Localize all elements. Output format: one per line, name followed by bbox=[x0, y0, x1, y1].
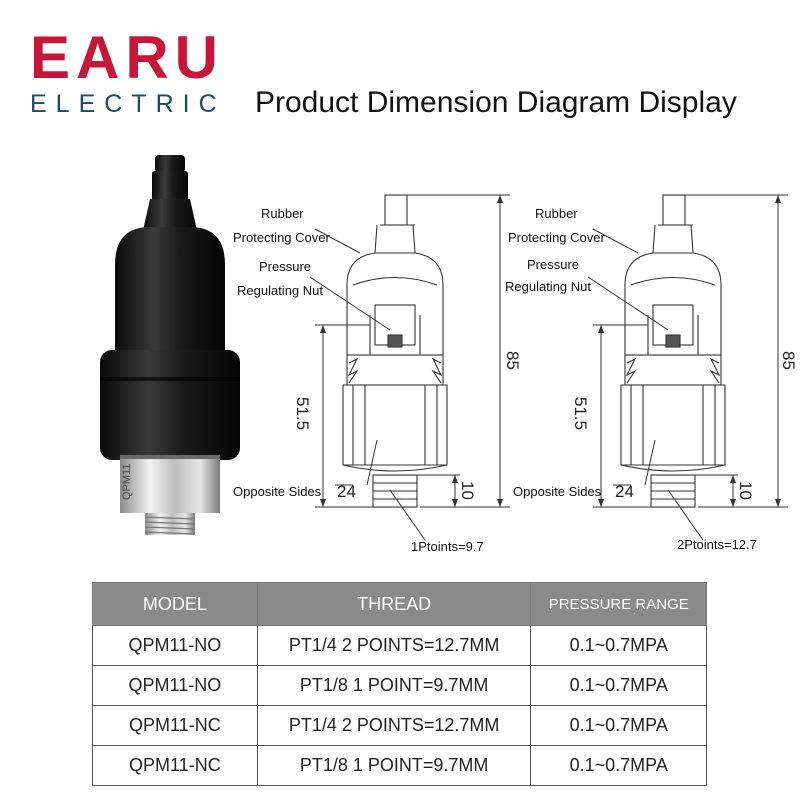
dim-hex-size: 24 bbox=[615, 482, 634, 501]
cell-model: QPM11-NC bbox=[92, 745, 258, 786]
cell-pressure: 0.1~0.7MPA bbox=[530, 745, 707, 786]
header-thread: THREAD bbox=[256, 582, 532, 626]
brand-subtitle: ELECTRIC bbox=[30, 90, 226, 118]
table-row: QPM11-NO PT1/8 1 POINT=9.7MM 0.1~0.7MPA bbox=[92, 665, 707, 706]
label-regulating-nut: Regulating Nut bbox=[237, 283, 323, 298]
dimension-diagrams: Rubber Protecting Cover Pressure Regulat… bbox=[225, 185, 800, 565]
cell-thread: PT1/4 2 POINTS=12.7MM bbox=[256, 625, 532, 666]
cell-model: QPM11-NC bbox=[92, 705, 258, 746]
cell-pressure: 0.1~0.7MPA bbox=[530, 665, 707, 706]
product-image: QPM11 bbox=[90, 155, 260, 535]
table-header-row: MODEL THREAD PRESSURE RANGE bbox=[92, 582, 707, 626]
points-label: 1Ptoints=9.7 bbox=[411, 539, 484, 554]
diagram-2: Rubber Protecting Cover Pressure Regulat… bbox=[505, 194, 798, 552]
dim-body-height: 51.5 bbox=[571, 397, 590, 430]
dim-thread-length: 10 bbox=[458, 481, 477, 500]
dim-total-height: 85 bbox=[503, 351, 522, 370]
cell-pressure: 0.1~0.7MPA bbox=[530, 705, 707, 746]
page-title: Product Dimension Diagram Display bbox=[255, 86, 737, 119]
table-row: QPM11-NC PT1/8 1 POINT=9.7MM 0.1~0.7MPA bbox=[92, 745, 707, 786]
label-pressure: Pressure bbox=[527, 257, 579, 272]
label-rubber: Rubber bbox=[261, 206, 304, 221]
cell-thread: PT1/8 1 POINT=9.7MM bbox=[256, 665, 532, 706]
cell-thread: PT1/4 2 POINTS=12.7MM bbox=[256, 705, 532, 746]
cell-thread: PT1/8 1 POINT=9.7MM bbox=[256, 745, 532, 786]
table-row: QPM11-NC PT1/4 2 POINTS=12.7MM 0.1~0.7MP… bbox=[92, 705, 707, 746]
label-opposite-sides: Opposite Sides bbox=[233, 484, 322, 499]
label-regulating-nut: Regulating Nut bbox=[505, 279, 591, 294]
diagram-1: Rubber Protecting Cover Pressure Regulat… bbox=[233, 194, 522, 554]
spec-table: MODEL THREAD PRESSURE RANGE QPM11-NO PT1… bbox=[92, 582, 707, 786]
product-engraving: QPM11 bbox=[121, 464, 133, 500]
brand-logo: EARU ELECTRIC bbox=[30, 24, 240, 119]
label-protecting-cover: Protecting Cover bbox=[508, 230, 605, 245]
cell-model: QPM11-NO bbox=[92, 625, 258, 666]
brand-name: EARU bbox=[30, 24, 225, 91]
dim-hex-size: 24 bbox=[337, 482, 356, 501]
header-pressure-range: PRESSURE RANGE bbox=[530, 582, 707, 626]
points-label: 2Ptoints=12.7 bbox=[677, 537, 757, 552]
header-model: MODEL bbox=[92, 582, 258, 626]
table-row: QPM11-NO PT1/4 2 POINTS=12.7MM 0.1~0.7MP… bbox=[92, 625, 707, 666]
dim-total-height: 85 bbox=[779, 351, 798, 370]
cell-pressure: 0.1~0.7MPA bbox=[530, 625, 707, 666]
label-rubber: Rubber bbox=[535, 206, 578, 221]
label-protecting-cover: Protecting Cover bbox=[233, 230, 330, 245]
dim-body-height: 51.5 bbox=[293, 397, 312, 430]
dim-thread-length: 10 bbox=[736, 481, 755, 500]
label-opposite-sides: Opposite Sides bbox=[513, 484, 602, 499]
cell-model: QPM11-NO bbox=[92, 665, 258, 706]
label-pressure: Pressure bbox=[259, 259, 311, 274]
